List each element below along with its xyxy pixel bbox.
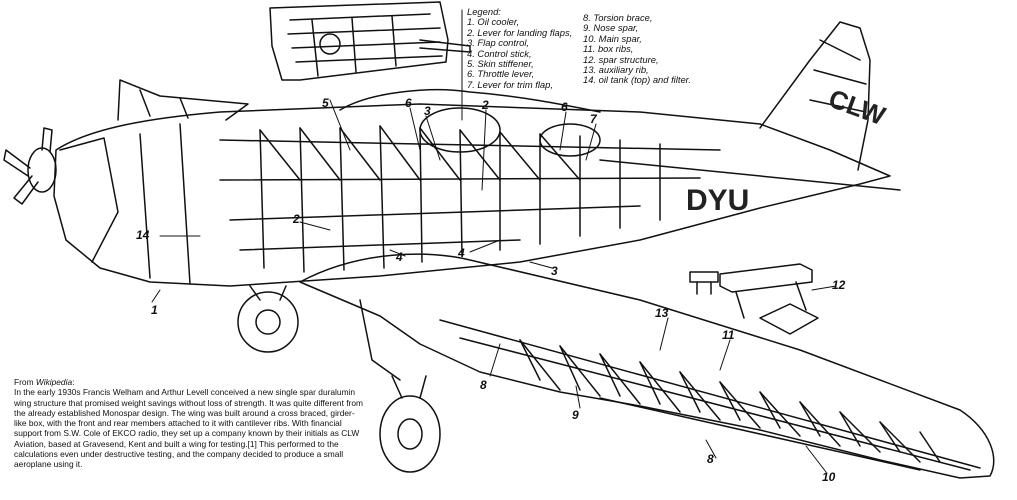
legend-column-2: 8. Torsion brace, 9. Nose spar, 10. Main… bbox=[583, 12, 692, 86]
main-wing-drawing bbox=[299, 253, 995, 479]
callout-number: 3 bbox=[551, 264, 558, 278]
legend-item: 12. spar structure, bbox=[583, 53, 659, 65]
tail-fin-drawing bbox=[759, 21, 871, 171]
propeller-drawing bbox=[3, 127, 57, 205]
callout-number: 6 bbox=[561, 100, 568, 114]
callout-number: 8 bbox=[707, 452, 714, 466]
legend-item: 5. Skin stiffener, bbox=[467, 58, 534, 70]
legend-item: 4. Control stick, bbox=[467, 47, 532, 59]
callout-number: 4 bbox=[396, 250, 403, 264]
fuselage-registration: DYU bbox=[686, 184, 750, 217]
callout-number: 1 bbox=[151, 303, 158, 317]
callout-number: 2 bbox=[482, 98, 489, 112]
caption-source-suffix: : bbox=[72, 377, 75, 387]
callout-number: 9 bbox=[572, 408, 579, 422]
legend-column-1: Legend: 1. Oil cooler, 2. Lever for land… bbox=[467, 6, 573, 90]
legend-item: 1. Oil cooler, bbox=[467, 16, 520, 28]
legend-item: 13. auxiliary rib, bbox=[583, 64, 649, 76]
fuselage-drawing bbox=[53, 89, 901, 287]
caption-text: In the early 1930s Francis Welham and Ar… bbox=[14, 387, 363, 470]
callout-leader-lines bbox=[151, 9, 837, 473]
callout-number: 10 bbox=[822, 470, 836, 484]
callout-number: 6 bbox=[405, 96, 412, 110]
callout-number: 8 bbox=[480, 378, 487, 392]
callout-number: 11 bbox=[722, 328, 735, 342]
callout-number: 3 bbox=[424, 104, 431, 118]
legend-item: 9. Nose spar, bbox=[583, 22, 639, 34]
caption-source: From Wikipedia: bbox=[14, 377, 364, 387]
legend-item: 14. oil tank (top) and filter. bbox=[583, 74, 692, 86]
upper-wing-drawing bbox=[117, 79, 249, 121]
callout-number: 13 bbox=[655, 306, 669, 320]
spar-detail-drawing bbox=[689, 263, 819, 335]
legend-item: 2. Lever for landing flaps, bbox=[467, 26, 573, 38]
legend-item: 7. Lever for trim flap, bbox=[467, 78, 553, 90]
callout-number: 2 bbox=[293, 212, 300, 226]
callout-number: 14 bbox=[136, 228, 150, 242]
callout-number: 7 bbox=[590, 112, 597, 126]
landing-gear-drawing bbox=[237, 285, 441, 473]
inset-detail-drawing bbox=[269, 1, 471, 81]
legend-item: 11. box ribs, bbox=[583, 43, 634, 55]
caption-source-name: Wikipedia bbox=[35, 377, 73, 387]
caption-block: From Wikipedia: In the early 1930s Franc… bbox=[14, 377, 364, 470]
legend-item: 8. Torsion brace, bbox=[583, 12, 653, 23]
legend-item: 6. Throttle lever, bbox=[467, 68, 535, 80]
legend-item: 3. Flap control, bbox=[467, 37, 530, 49]
callout-number: 5 bbox=[322, 96, 329, 110]
callout-number: 4 bbox=[458, 246, 465, 260]
legend-title: Legend: bbox=[467, 6, 501, 17]
legend-item: 10. Main spar, bbox=[583, 32, 642, 44]
callout-number: 12 bbox=[832, 278, 846, 292]
caption-source-prefix: From bbox=[14, 377, 36, 387]
